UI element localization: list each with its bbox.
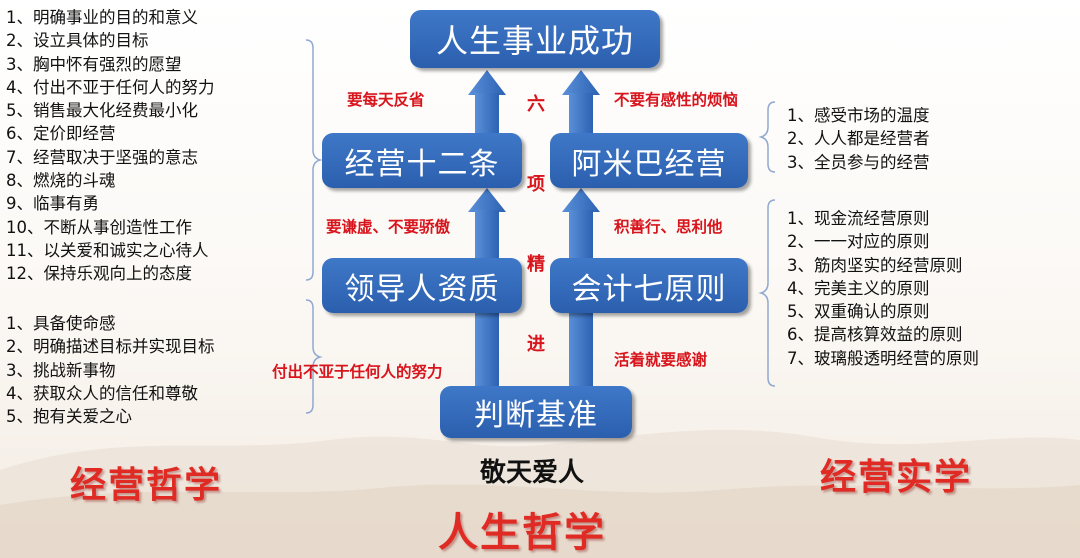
arrow-mid-right-to-top [562, 70, 600, 133]
label-humble: 要谦虚、不要骄傲 [326, 218, 451, 236]
title-practical-business: 经营实学 [820, 457, 973, 498]
phrase-revere-heaven-love-people: 敬天爱人 [480, 458, 585, 488]
leader-quality-item: 1、具备使命感 [6, 314, 116, 333]
accounting-principle-item: 2、一一对应的原则 [787, 232, 930, 252]
vertical-char-4: 进 [527, 334, 545, 355]
principle-item: 11、以关爱和诚实之心待人 [6, 240, 209, 260]
vertical-char-3: 精 [527, 254, 545, 275]
leader-quality-item: 3、挑战新事物 [6, 360, 116, 380]
arrow-lower-left-to-mid-left [468, 188, 506, 258]
leader-quality-item: 2、明确描述目标并实现目标 [6, 337, 215, 357]
box-business-twelve-principles: 经营十二条 [322, 133, 522, 188]
amoeba-item: 3、全员参与的经营 [787, 152, 930, 172]
principle-item: 8、燃烧的斗魂 [6, 171, 116, 191]
accounting-principle-item: 3、筋肉坚实的经营原则 [787, 255, 963, 275]
leader-quality-item: 4、获取众人的信任和尊敬 [6, 383, 198, 403]
title-business-philosophy: 经营哲学 [70, 465, 223, 506]
principle-item: 2、设立具体的目标 [6, 31, 149, 51]
principle-item: 5、销售最大化经费最小化 [6, 101, 198, 121]
title-life-philosophy: 人生哲学 [438, 510, 606, 556]
box-accounting-seven-principles: 会计七原则 [550, 258, 748, 313]
amoeba-management-list: 1、感受市场的温度 2、人人都是经营者 3、全员参与的经营 [787, 104, 930, 174]
label-gratitude: 活着就要感谢 [614, 351, 708, 369]
label-no-emotional-worry: 不要有感性的烦恼 [614, 91, 739, 109]
amoeba-item: 2、人人都是经营者 [787, 129, 930, 149]
principle-item: 7、经营取决于坚强的意志 [6, 147, 198, 167]
accounting-principle-item: 7、玻璃般透明经营的原则 [787, 348, 979, 368]
principle-item: 12、保持乐观向上的态度 [6, 264, 192, 284]
list-brackets [305, 39, 776, 414]
leader-quality-item: 5、抱有关爱之心 [6, 407, 132, 427]
business-twelve-principles-list: 1、明确事业的目的和意义 2、设立具体的目标 3、胸中怀有强烈的愿望 4、付出不亚于任… [6, 6, 215, 286]
accounting-principle-item: 4、完美主义的原则 [787, 278, 930, 298]
leader-qualities-list: 1、具备使命感 2、明确描述目标并实现目标 3、挑战新事物 4、获取众人的信任和尊敬 5… [6, 312, 215, 428]
amoeba-item: 1、感受市场的温度 [787, 106, 930, 125]
box-leader-qualities: 领导人资质 [322, 258, 522, 313]
accounting-seven-principles-list: 1、现金流经营原则 2、一一对应的原则 3、筋肉坚实的经营原则 4、完美主义的原则 5、… [787, 207, 979, 370]
accounting-principle-item: 6、提高核算效益的原则 [787, 325, 963, 345]
principle-item: 6、定价即经营 [6, 124, 116, 144]
principle-item: 4、付出不亚于任何人的努力 [6, 77, 215, 97]
box-amoeba-management: 阿米巴经营 [550, 133, 748, 188]
label-daily-reflect: 要每天反省 [347, 91, 425, 109]
arrow-lower-right-to-mid-right [562, 188, 600, 258]
principle-item: 9、临事有勇 [6, 194, 99, 214]
accounting-principle-item: 1、现金流经营原则 [787, 209, 930, 228]
vertical-char-1: 六 [527, 94, 545, 115]
principle-item: 3、胸中怀有强烈的愿望 [6, 54, 182, 74]
vertical-char-2: 项 [527, 174, 545, 195]
box-life-career-success: 人生事业成功 [410, 10, 660, 68]
arrow-mid-left-to-top [468, 70, 506, 133]
principle-item: 10、不断从事创造性工作 [6, 217, 192, 237]
accounting-principle-item: 5、双重确认的原则 [787, 302, 930, 322]
label-effort: 付出不亚于任何人的努力 [272, 363, 443, 381]
principle-item: 1、明确事业的目的和意义 [6, 8, 198, 27]
label-good-deeds: 积善行、思利他 [614, 218, 723, 236]
box-judgment-criteria: 判断基准 [440, 386, 632, 438]
